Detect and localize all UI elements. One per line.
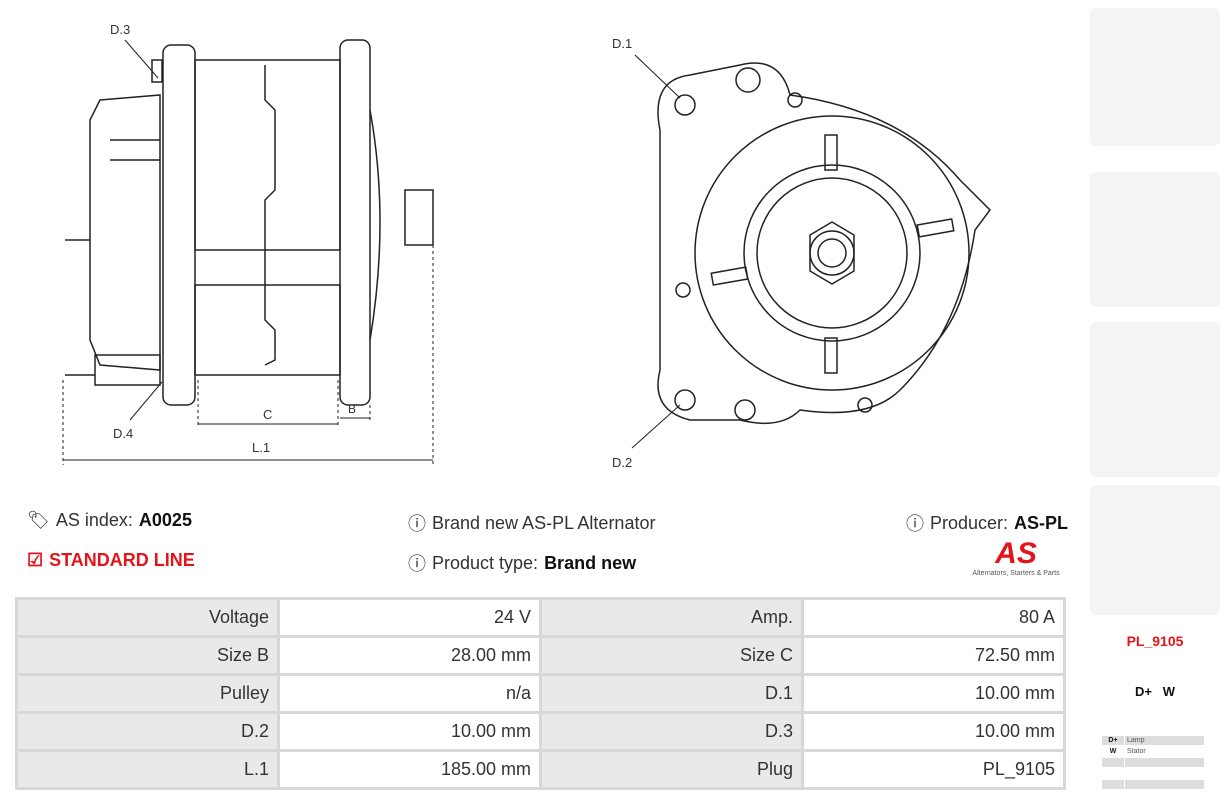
product-photo-front[interactable] [1090, 8, 1220, 146]
legend-row [1102, 758, 1204, 767]
legend-pin: D+ [1102, 736, 1124, 745]
legend-desc [1125, 780, 1204, 789]
spec-label: D.3 [542, 714, 801, 749]
legend-pin [1102, 769, 1124, 778]
label-d4: D.4 [113, 426, 133, 441]
front-view-drawing: D.1 D.2 [612, 36, 991, 470]
spec-label: Pulley [18, 676, 277, 711]
label-d1: D.1 [612, 36, 632, 51]
info-icon: ⓘ [906, 514, 924, 534]
spec-value: 72.50 mm [804, 638, 1063, 673]
side-view-drawing: D.3 D.4 C B L.1 [62, 22, 434, 465]
as-index: 🏷 AS index:A0025 [27, 510, 192, 530]
product-photo-side[interactable] [1090, 172, 1220, 307]
spec-value: 24 V [280, 600, 539, 635]
label-b: B [348, 402, 356, 416]
legend-pin [1102, 758, 1124, 767]
spec-label: Amp. [542, 600, 801, 635]
plug-code: PL_9105 [1126, 633, 1184, 649]
info-icon: ⓘ [408, 554, 426, 574]
spec-value: 10.00 mm [804, 714, 1063, 749]
spec-label: D.2 [18, 714, 277, 749]
legend-pin: W [1102, 747, 1124, 756]
spec-value: 10.00 mm [804, 676, 1063, 711]
legend-row [1102, 780, 1204, 789]
spec-label: Size B [18, 638, 277, 673]
spec-value: 185.00 mm [280, 752, 539, 787]
spec-label: D.1 [542, 676, 801, 711]
tag-icon: 🏷 [27, 510, 50, 530]
label-d3: D.3 [110, 22, 130, 37]
legend-row: D+Lamp [1102, 736, 1204, 745]
as-pl-logo: AS Alternators, Starters & Parts [972, 537, 1060, 578]
spec-value: 80 A [804, 600, 1063, 635]
legend-pin [1102, 780, 1124, 789]
legend-desc: Stator [1125, 747, 1204, 756]
label-l1: L.1 [252, 440, 270, 455]
label-c: C [263, 407, 272, 422]
product-photo-side-2[interactable] [1090, 485, 1220, 615]
info-icon: ⓘ [408, 514, 426, 534]
standard-line-badge: ☑STANDARD LINE [27, 550, 195, 570]
checkbox-icon: ☑ [27, 550, 44, 570]
spec-value: 10.00 mm [280, 714, 539, 749]
spec-label: L.1 [18, 752, 277, 787]
plug-terminals: D+ W [1134, 684, 1176, 699]
spec-value: PL_9105 [804, 752, 1063, 787]
product-photo-rear[interactable] [1090, 322, 1220, 477]
legend-row [1102, 769, 1204, 778]
legend-desc [1125, 769, 1204, 778]
spec-label: Plug [542, 752, 801, 787]
spec-label: Voltage [18, 600, 277, 635]
legend-desc: Lamp [1125, 736, 1204, 745]
spec-label: Size C [542, 638, 801, 673]
legend-desc [1125, 758, 1204, 767]
label-d2: D.2 [612, 455, 632, 470]
spec-value: n/a [280, 676, 539, 711]
spec-value: 28.00 mm [280, 638, 539, 673]
